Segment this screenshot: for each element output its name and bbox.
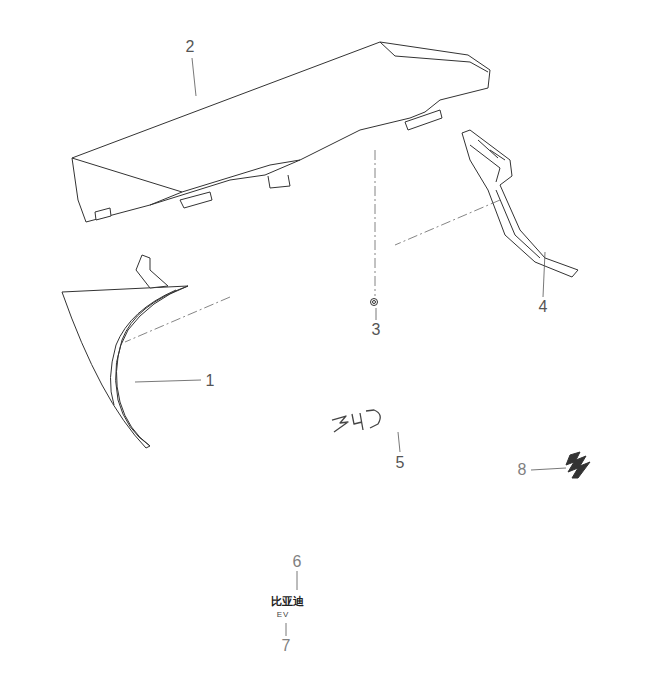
callout-number: 6 — [293, 554, 302, 570]
callout-number: 7 — [282, 638, 291, 654]
callout-number: 4 — [539, 299, 548, 315]
badge-text: 比亚迪 — [271, 596, 304, 607]
emblem — [566, 452, 590, 478]
leader-line — [286, 623, 287, 636]
callout-number: 8 — [518, 462, 527, 478]
left-trim — [62, 286, 188, 448]
right-trim-edge — [470, 140, 505, 182]
callout-number: 2 — [186, 39, 195, 55]
left-trim-stripe — [116, 286, 188, 446]
spoiler-edge — [72, 158, 300, 192]
centre-line — [125, 297, 230, 342]
callout-number: 5 — [396, 455, 405, 471]
centre-line — [395, 200, 500, 245]
leader-line — [398, 432, 400, 452]
spoiler — [72, 42, 490, 222]
leader-line — [297, 571, 298, 590]
spoiler-edge — [380, 42, 488, 72]
leader-line — [531, 468, 566, 470]
spoiler-edge — [150, 192, 182, 205]
leader-line — [135, 380, 201, 382]
spoiler-edge — [268, 175, 290, 188]
right-trim — [462, 130, 578, 277]
spoiler-tab — [405, 110, 442, 130]
nut — [371, 299, 378, 306]
callout-number: 1 — [206, 373, 215, 389]
nut — [373, 301, 376, 304]
byd-logo — [332, 410, 380, 432]
right-trim-edge — [496, 190, 540, 258]
spoiler-tab — [95, 208, 111, 220]
left-trim-clip — [136, 255, 168, 288]
leader-line — [543, 252, 545, 297]
leader-line — [376, 308, 377, 320]
centre-line — [375, 150, 376, 296]
callout-number: 3 — [372, 322, 381, 338]
badge-text: EV — [277, 611, 290, 619]
leader-line — [192, 58, 196, 96]
spoiler-tab — [180, 192, 212, 208]
left-trim-stripe — [110, 290, 176, 405]
